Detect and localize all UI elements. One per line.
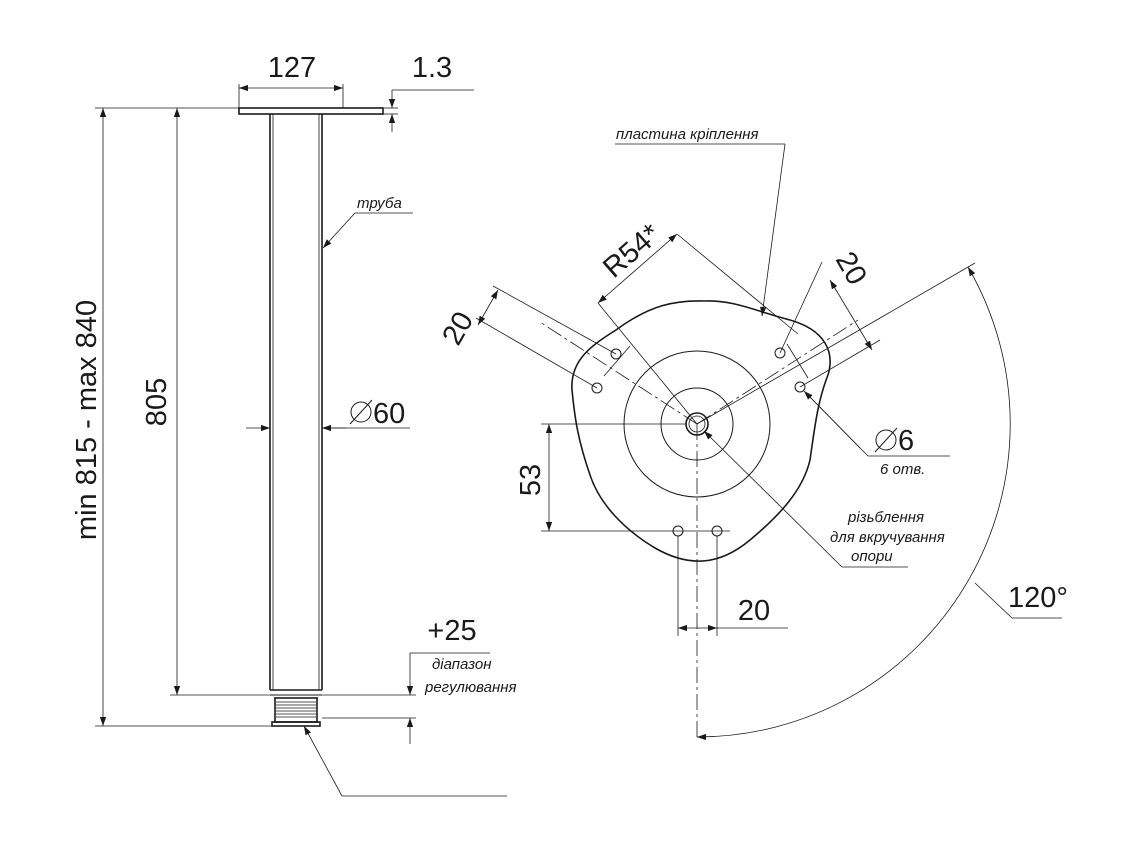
dimension-adjustment-range: +25 діапазон регулювання [322,615,517,744]
hole-diameter-value: 6 [898,425,914,457]
tube [269,114,323,699]
angle-value: 120° [1008,582,1068,614]
dimension-angle: 120° [696,262,1068,741]
foot-callout [303,725,507,797]
dimension-plate-thickness: 1.3 [383,52,474,132]
tube-callout: труба [322,195,413,249]
thread-label-line3: опори [851,548,893,565]
adjust-label-line2: регулювання [424,679,517,696]
dimension-plate-width: 127 [238,52,344,108]
hole-spacing-bottom-value: 20 [738,595,770,627]
dimension-tube-length: 805 [141,108,270,696]
adjust-value: +25 [427,615,476,647]
plan-view: R54* пластина кріплення 20 20 [436,126,1068,741]
plate-callout: пластина кріплення [615,126,786,317]
tube-diameter-value: 60 [373,398,405,430]
plate-label: пластина кріплення [616,126,759,143]
tube-label: труба [357,195,402,212]
plate-thickness-value: 1.3 [412,52,452,84]
dimension-hole-offset: 53 [515,423,686,532]
mounting-plate-side [238,107,384,115]
dimension-overall-height: min 815 - max 840 [71,107,272,727]
dimension-tube-diameter: 60 [246,398,410,432]
thread-label-line2: для вкручування [830,529,945,546]
hole-offset-value: 53 [515,464,547,496]
adjust-label-line1: діапазон [432,656,491,673]
mounting-hole [610,348,622,360]
dimension-hole-diameter: 6 6 отв. [803,390,950,478]
diameter-symbol-icon [350,401,372,423]
dimension-radius: R54* [597,218,799,425]
hole-count-label: 6 отв. [880,461,925,478]
adjustable-foot [271,697,321,727]
hole-spacing-right-value: 20 [829,247,873,291]
radius-value: R54* [597,218,667,284]
dimension-hole-spacing-left: 20 [436,285,617,389]
side-view: 127 1.3 min 815 - max 840 805 [71,52,517,797]
mounting-hole [591,382,603,394]
overall-height-value: min 815 - max 840 [71,300,103,540]
plate-width-value: 127 [268,52,316,84]
hole-spacing-left-value: 20 [436,307,480,351]
tube-length-value: 805 [141,378,173,426]
thread-label-line1: різьблення [847,509,924,526]
